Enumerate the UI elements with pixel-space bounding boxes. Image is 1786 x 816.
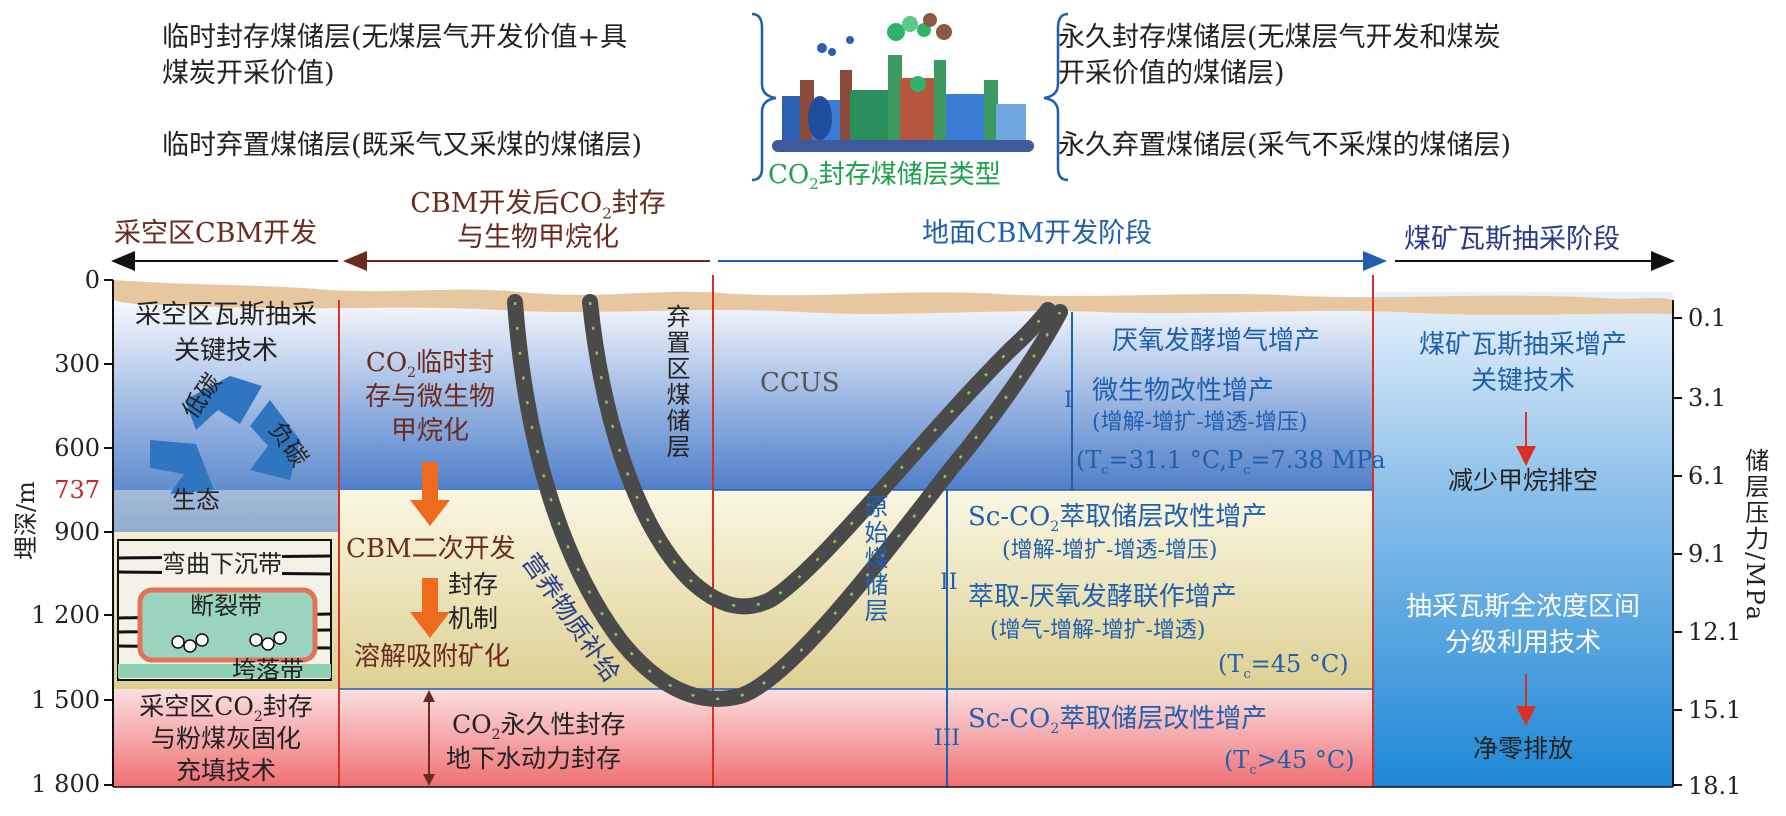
depth-tick-900: 900 [54,518,100,546]
zone-2-text-c: 萃取-厌氧发酵联作增产 [968,582,1237,612]
co2-permanent-storage: CO2永久性封存 [452,710,626,743]
dissolution-mineralization: 溶解吸附矿化 [354,642,511,672]
goaf-storage-2: 与粉煤灰固化 [150,724,301,753]
depth-ticks [104,279,113,786]
net-zero-emission: 净零排放 [1472,734,1573,763]
perm-abandon-label: 永久弃置煤储层(采气不采煤的煤储层) [1058,130,1512,161]
stage-goaf-cbm: 采空区CBM开发 [114,218,318,249]
reduce-methane-venting: 减少甲烷排空 [1447,466,1598,495]
abandoned-area-label: 弃置区煤储层 [662,304,690,460]
nutrient-supply-channels [507,294,1068,707]
zone-3-label: III [934,726,961,751]
perm-storage-label-1: 永久封存煤储层(无煤层气开发和煤炭 [1058,22,1501,53]
temp-storage-label-2: 煤炭开采价值) [162,58,335,89]
zone-3-text-b: (Tc>45 °C) [1224,746,1355,778]
pressure-tick-9-1: 9.1 [1688,540,1727,568]
ccus-label: CCUS [760,368,840,398]
perm-storage-label-2: 开采价值的煤储层) [1058,58,1285,89]
cycle-ecology: 生态 [172,486,220,514]
zone-1-text-a: 厌氧发酵增气增产 [1112,326,1321,356]
stage-post-cbm-1: CBM开发后CO2封存 [410,188,666,223]
zone-2-label: II [940,570,958,595]
factory-illustration [772,13,1034,152]
depth-axis-label: 埋深/m [12,481,40,560]
pressure-tick-0-1: 0.1 [1688,304,1727,332]
temp-storage-label-1: 临时封存煤储层(无煤层气开发价值+具 [162,22,628,53]
temp-abandon-label: 临时弃置煤储层(既采气又采煤的煤储层) [162,130,643,161]
zone-3-text-a: Sc-CO2萃取储层改性增产 [968,704,1268,738]
stage-surface-cbm: 地面CBM开发阶段 [922,218,1153,249]
groundwater-storage: 地下水动力封存 [446,744,622,773]
depth-tick-0: 0 [84,266,100,294]
recycle-cycle-icon [150,376,300,494]
depth-tick-1500: 1 500 [31,686,100,714]
storage-mechanism-2: 机制 [448,604,499,633]
original-reservoir-label: 原始煤储层 [860,494,888,624]
caving-zone-label: 垮落带 [232,656,304,684]
zone-1-text-b: 微生物改性增产 [1092,376,1275,406]
stage-post-cbm-2: 与生物甲烷化 [457,222,619,253]
zone-2-text-b: (增解-增扩-增透-增压) [1002,538,1218,563]
mine-column [1373,292,1673,787]
storage-mechanism-1: 封存 [448,570,499,599]
full-concentration-2: 分级利用技术 [1444,628,1601,658]
goaf-key-tech-1: 采空区瓦斯抽采 [134,300,317,330]
pressure-tick-3-1: 3.1 [1688,384,1727,412]
co2-temp-storage-2: 存与微生物 [364,382,495,412]
pressure-ticks [1673,317,1682,786]
bending-zone-label: 弯曲下沉带 [162,550,282,579]
mine-key-tech-1: 煤矿瓦斯抽采增产 [1418,330,1627,360]
goaf-storage-1: 采空区CO2封存 [139,692,313,725]
mine-key-tech-2: 关键技术 [1470,366,1575,396]
zone-deep-band [113,689,1373,787]
zone-1-text-c: (增解-增扩-增透-增压) [1092,410,1308,435]
zone-2-text-a: Sc-CO2萃取储层改性增产 [968,502,1268,536]
pressure-tick-15-1: 15.1 [1688,696,1742,724]
pressure-tick-12-1: 12.1 [1688,618,1742,646]
pressure-tick-18-1: 18.1 [1688,772,1742,800]
cbm-secondary-dev: CBM二次开发 [346,534,516,564]
depth-tick-600: 600 [54,434,100,462]
zone-1-text-d: (Tc=31.1 °C,Pc=7.38 MPa [1076,446,1386,478]
stage-mine-gas: 煤矿瓦斯抽采阶段 [1404,224,1620,255]
co2-temp-storage-1: CO2临时封 [365,348,495,382]
full-concentration-1: 抽采瓦斯全浓度区间 [1405,592,1640,622]
goaf-storage-3: 充填技术 [175,756,276,785]
pressure-tick-6-1: 6.1 [1688,462,1727,490]
co2-temp-storage-3: 甲烷化 [390,416,469,446]
orange-down-arrows [410,462,450,638]
goaf-key-tech-2: 关键技术 [173,336,278,366]
depth-tick-1200: 1 200 [31,601,100,629]
zone-2-text-e: (Tc=45 °C) [1218,650,1349,682]
depth-tick-737: 737 [54,476,100,504]
storage-type-title: CO2封存煤储层类型 [768,160,1001,194]
pressure-axis-label: 储层压力/MPa [1740,448,1769,623]
depth-tick-300: 300 [54,350,100,378]
ground-surface [113,280,1673,315]
depth-tick-1800: 1 800 [31,770,100,798]
fracture-zone-label: 断裂带 [190,592,262,620]
zone-1-label: I [1064,388,1073,413]
zone-2-text-d: (增气-增解-增扩-增透) [990,618,1206,643]
